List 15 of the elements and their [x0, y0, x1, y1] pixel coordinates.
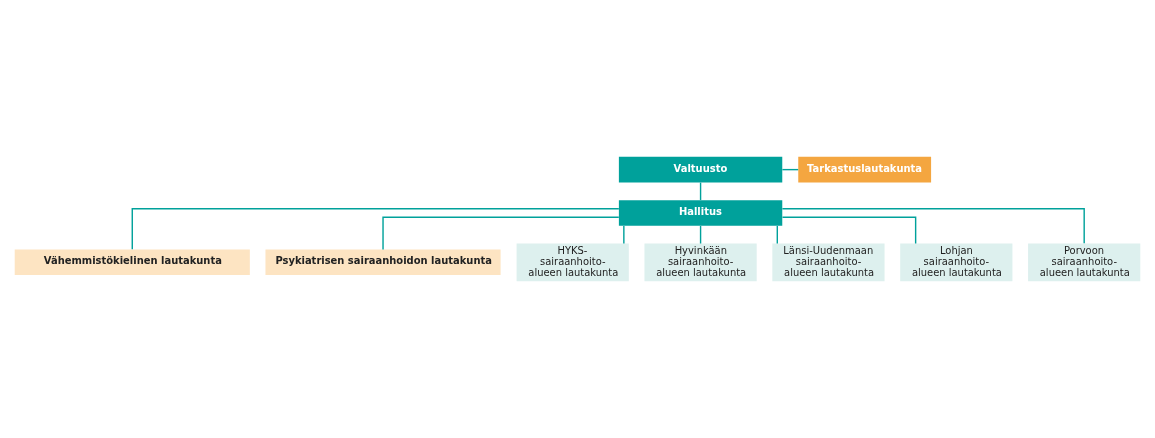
- node-box: Lohjan sairaanhoito- alueen lautakunta: [900, 243, 1013, 282]
- connector: [623, 225, 625, 245]
- connector: [781, 216, 917, 245]
- node-box: Valtuusto: [618, 156, 783, 183]
- connector: [781, 208, 1085, 244]
- node-box: Porvoon sairaanhoito- alueen lautakunta: [1028, 243, 1141, 282]
- node-box: Länsi-Uudenmaan sairaanhoito- alueen lautakunta: [772, 243, 885, 282]
- node-box: Psykiatrisen sairaanhoidon lautakunta: [265, 249, 501, 276]
- connector: [382, 216, 620, 251]
- node-box: Hyvinkään sairaanhoito- alueen lautakunta: [644, 243, 757, 282]
- node-box: Hallitus: [618, 200, 783, 226]
- node-box: HYKS- sairaanhoito- alueen lautakunta: [516, 243, 629, 282]
- node-box: Vähemmistökielinen lautakunta: [14, 249, 250, 276]
- connector: [131, 208, 620, 251]
- node-box: Tarkastuslautakunta: [798, 156, 932, 183]
